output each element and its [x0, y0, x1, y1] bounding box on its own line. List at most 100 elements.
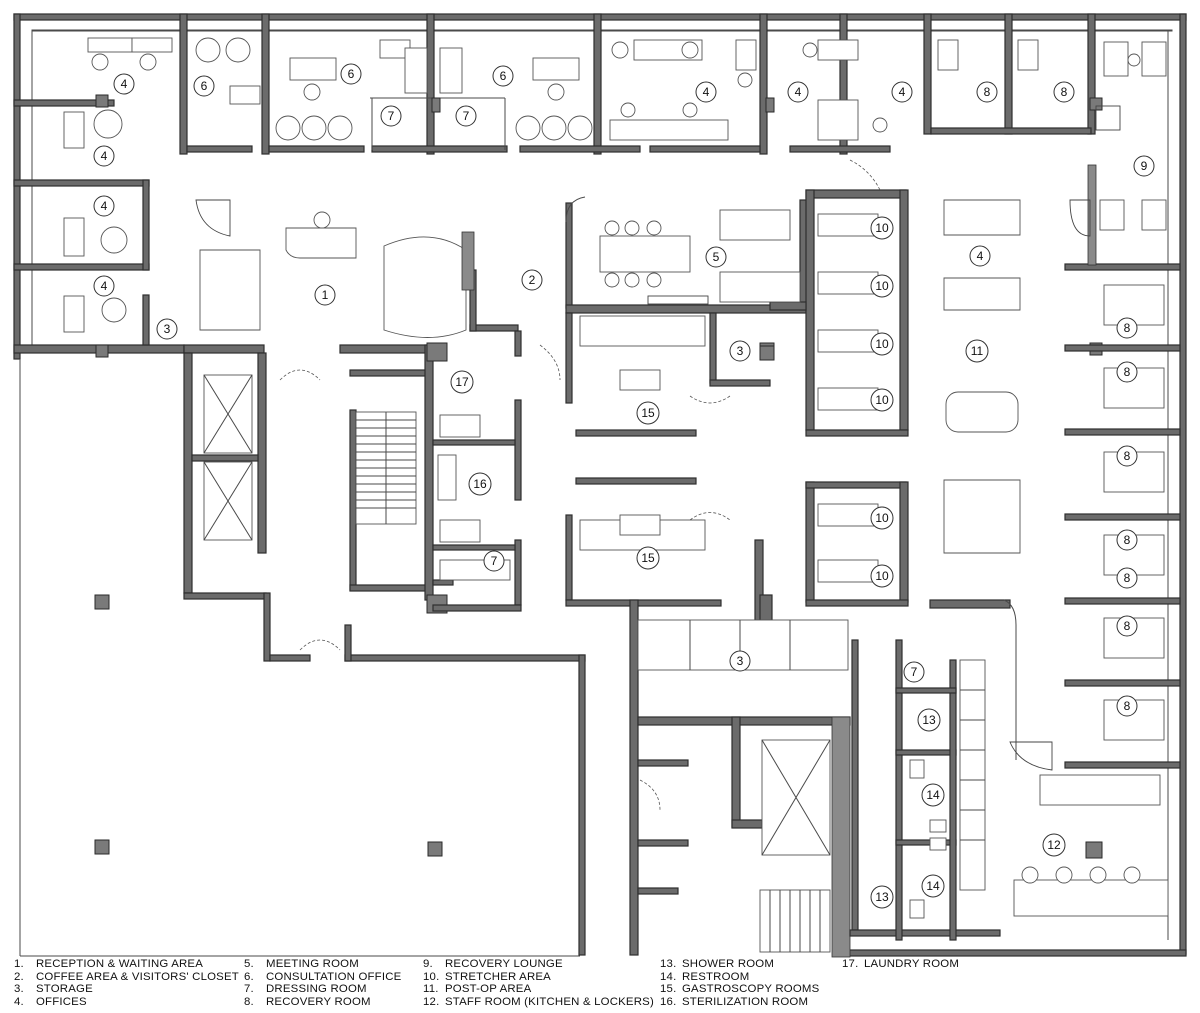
room-tag: 6 — [340, 63, 362, 85]
room-tag-number: 11 — [971, 344, 984, 358]
furniture — [63, 37, 1169, 919]
room-tag: 4 — [93, 275, 115, 297]
room-tag: 8 — [1116, 615, 1138, 637]
legend-number: 13. — [660, 958, 677, 970]
legend-item: 1.RECEPTION & WAITING AREA — [14, 958, 203, 970]
room-tag: 12 — [1042, 833, 1066, 857]
room-tag: 11 — [965, 339, 989, 363]
room-tag-circle — [1116, 615, 1138, 637]
room-tag-circle — [93, 195, 115, 217]
room-tag-circle — [729, 650, 751, 672]
legend-number: 17. — [842, 958, 859, 970]
room-tag-number: 4 — [703, 85, 710, 99]
legend-item: 15.GASTROSCOPY ROOMS — [660, 983, 819, 995]
room-tag-circle — [156, 318, 178, 340]
legend-label: GASTROSCOPY ROOMS — [682, 983, 820, 995]
legend-label: SHOWER ROOM — [682, 958, 775, 970]
room-tag-number: 4 — [899, 85, 906, 99]
room-tag-number: 5 — [713, 250, 720, 264]
room-tag-circle — [891, 81, 913, 103]
legend-number: 14. — [660, 970, 677, 983]
room-tag: 7 — [455, 105, 477, 127]
legend-item: 12.STAFF ROOM (KITCHEN & LOCKERS) — [423, 996, 654, 1008]
room-tag: 2 — [521, 269, 543, 291]
room-tag: 4 — [695, 81, 717, 103]
legend-item: 17.LAUNDRY ROOM — [842, 958, 959, 970]
room-tag-number: 9 — [1141, 159, 1148, 173]
room-tag: 10 — [870, 332, 894, 356]
room-tag: 4 — [787, 81, 809, 103]
room-tag: 14 — [921, 783, 945, 807]
legend-item: 9.RECOVERY LOUNGE — [423, 958, 563, 970]
room-tag-number: 6 — [201, 79, 208, 93]
room-tag-circle — [1116, 317, 1138, 339]
room-tag: 10 — [870, 274, 894, 298]
room-tag-circle — [695, 81, 717, 103]
room-tag-circle — [965, 339, 989, 363]
room-tag: 8 — [1116, 445, 1138, 467]
room-tag-circle — [705, 246, 727, 268]
room-tag-number: 13 — [922, 713, 936, 727]
room-tag: 8 — [1116, 567, 1138, 589]
room-tag: 13 — [870, 885, 894, 909]
legend-label: DRESSING ROOM — [266, 983, 367, 995]
legend-number: 10. — [423, 970, 440, 983]
legend-item: 4.OFFICES — [14, 996, 87, 1008]
room-tag: 16 — [468, 472, 492, 496]
legend-item: 13. SHOWER ROOM — [660, 958, 774, 970]
room-tag-number: 16 — [473, 477, 487, 491]
room-tag: 6 — [193, 75, 215, 97]
room-tag: 15 — [636, 546, 660, 570]
legend-label: MEETING ROOM — [266, 958, 359, 970]
room-tag: 3 — [156, 318, 178, 340]
room-tag-circle — [870, 216, 894, 240]
room-tag-number: 8 — [1124, 699, 1131, 713]
room-tag-number: 7 — [491, 554, 498, 568]
room-tag-circle — [1116, 695, 1138, 717]
room-tag-circle — [870, 564, 894, 588]
room-tag: 13 — [917, 708, 941, 732]
legend-label: STERILIZATION ROOM — [682, 995, 809, 1008]
legend-number: 12. — [423, 995, 440, 1008]
room-tag: 1 — [314, 284, 336, 306]
room-tag-circle — [969, 245, 991, 267]
room-tag-number: 4 — [101, 149, 108, 163]
room-tag-number: 4 — [795, 85, 802, 99]
room-tag-circle — [193, 75, 215, 97]
room-tag-number: 14 — [926, 879, 940, 893]
room-tag-circle — [976, 81, 998, 103]
room-tag: 7 — [903, 661, 925, 683]
room-tag: 8 — [1116, 529, 1138, 551]
room-tag-circle — [903, 661, 925, 683]
legend-number: 7. — [244, 983, 254, 995]
room-tag-number: 8 — [1061, 85, 1068, 99]
legend-number: 5. — [244, 958, 254, 970]
legend-item: 5. MEETING ROOM — [244, 958, 359, 970]
legend-number: 11. — [423, 983, 439, 995]
room-tag-circle — [113, 73, 135, 95]
room-tag-circle — [93, 275, 115, 297]
room-tag-number: 4 — [101, 279, 108, 293]
room-tag: 15 — [636, 401, 660, 425]
legend-number: 1. — [14, 958, 24, 970]
room-tag: 4 — [969, 245, 991, 267]
central-walls — [183, 269, 586, 956]
legend-item: 2.COFFEE AREA & VISITORS' CLOSET — [14, 971, 239, 983]
room-tag-number: 4 — [101, 199, 108, 213]
legend-label: STORAGE — [36, 983, 93, 995]
room-tag-number: 12 — [1047, 838, 1061, 852]
room-tag-number: 7 — [911, 665, 918, 679]
room-tag: 8 — [1116, 695, 1138, 717]
room-tag-number: 10 — [875, 511, 889, 525]
room-tag-circle — [870, 332, 894, 356]
legend-number: 9. — [423, 958, 433, 970]
room-tag: 5 — [705, 246, 727, 268]
room-tag: 14 — [921, 874, 945, 898]
room-tag-circle — [729, 340, 751, 362]
room-tag-circle — [917, 708, 941, 732]
room-tag-circle — [1042, 833, 1066, 857]
room-tag-number: 17 — [455, 375, 469, 389]
legend-number: 8. — [244, 995, 254, 1008]
room-tag-circle — [870, 885, 894, 909]
